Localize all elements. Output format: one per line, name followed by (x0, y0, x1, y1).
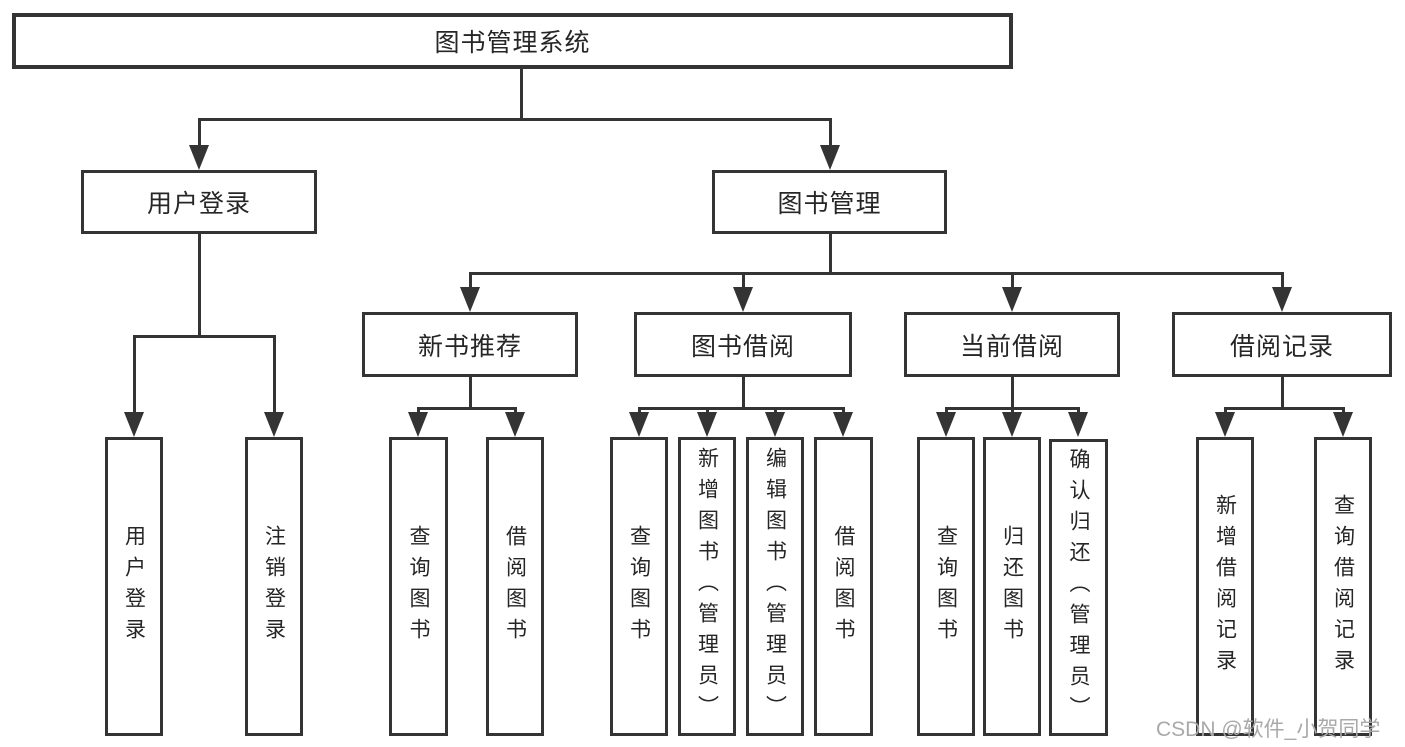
leaf-cb-return-book-label: 归还图书 (1000, 524, 1024, 649)
arrow-to-cb-return-book (1002, 412, 1022, 437)
connector-book-borrow-rail (638, 407, 845, 410)
node-book-management: 图书管理 (712, 170, 947, 234)
leaf-user-login-label: 用户登录 (122, 524, 146, 649)
leaf-user-login: 用户登录 (105, 437, 163, 736)
node-new-book-recommend: 新书推荐 (362, 312, 578, 377)
connector-current-borrow-drop (1011, 272, 1014, 290)
node-user-login: 用户登录 (81, 170, 317, 234)
leaf-cb-query-book: 查询图书 (917, 437, 975, 736)
leaf-br-query-record: 查询借阅记录 (1314, 437, 1372, 736)
arrow-to-br-add-record (1215, 412, 1235, 437)
connector-user-login-stem (198, 234, 201, 338)
node-current-borrow: 当前借阅 (904, 312, 1120, 377)
arrow-to-nbr-borrow-book (505, 412, 525, 437)
connector-br-add-drop (1224, 407, 1227, 416)
leaf-bb-edit-book: 编辑图书（管理员） (746, 437, 804, 736)
leaf-nbr-borrow-book-label: 借阅图书 (503, 524, 527, 649)
connector-book-mgmt-stem (829, 234, 832, 275)
connector-borrow-record-drop (1281, 272, 1284, 290)
connector-new-book-rec-stem (469, 377, 472, 410)
arrow-to-cb-confirm-return (1068, 412, 1088, 437)
leaf-bb-borrow-book-label: 借阅图书 (832, 524, 855, 649)
leaf-br-add-record: 新增借阅记录 (1196, 437, 1254, 736)
connector-leaf-logout-drop (273, 335, 276, 415)
connector-new-book-rec-drop (469, 272, 472, 290)
arrow-to-bb-add-book (697, 412, 717, 437)
arrow-to-leaf-logout (264, 412, 284, 437)
connector-user-login-drop (198, 118, 201, 150)
connector-user-login-rail (133, 335, 276, 338)
leaf-bb-borrow-book: 借阅图书 (814, 437, 873, 736)
leaf-bb-query-book-label: 查询图书 (627, 524, 651, 649)
connector-level2-rail (198, 118, 832, 121)
leaf-cb-return-book: 归还图书 (983, 437, 1041, 736)
leaf-bb-add-book-label: 新增图书（管理员） (695, 447, 719, 726)
connector-borrow-record-rail (1224, 407, 1345, 410)
connector-nbr-query-drop (417, 407, 420, 416)
connector-br-query-drop (1342, 407, 1345, 416)
connector-book-mgmt-drop (829, 118, 832, 150)
arrow-to-borrow-record (1272, 287, 1292, 312)
leaf-nbr-query-book: 查询图书 (389, 437, 448, 736)
connector-borrow-record-stem (1281, 377, 1284, 410)
csdn-watermark: CSDN @软件_小贺同学 (1156, 718, 1381, 741)
leaf-bb-add-book: 新增图书（管理员） (678, 437, 736, 736)
node-user-login-label: 用户登录 (146, 190, 251, 218)
connector-book-borrow-drop (742, 272, 745, 290)
leaf-cb-query-book-label: 查询图书 (934, 524, 958, 649)
node-new-book-recommend-label: 新书推荐 (417, 332, 522, 361)
leaf-br-add-record-label: 新增借阅记录 (1213, 493, 1237, 680)
connector-leaf-user-login-drop (133, 335, 136, 415)
leaf-logout-login: 注销登录 (245, 437, 303, 736)
connector-root-stem (520, 69, 523, 121)
connector-cb-query-drop (945, 407, 948, 416)
leaf-bb-query-book: 查询图书 (610, 437, 668, 736)
node-borrow-record: 借阅记录 (1172, 312, 1392, 377)
node-book-borrow: 图书借阅 (634, 312, 852, 377)
arrow-to-new-book-rec (460, 287, 480, 312)
leaf-cb-confirm-return: 确认归还（管理员） (1049, 439, 1108, 736)
node-root-library-system: 图书管理系统 (12, 13, 1013, 69)
connector-book-borrow-stem (742, 377, 745, 410)
arrow-to-current-borrow (1002, 287, 1022, 312)
node-borrow-record-label: 借阅记录 (1229, 332, 1334, 361)
connector-bb-add-drop (706, 407, 709, 416)
leaf-br-query-record-label: 查询借阅记录 (1331, 493, 1355, 680)
connector-cb-return-drop (1011, 407, 1014, 416)
leaf-nbr-query-book-label: 查询图书 (407, 524, 430, 649)
node-book-borrow-label: 图书借阅 (690, 332, 795, 361)
arrow-to-user-login (189, 145, 209, 170)
arrow-to-bb-edit-book (765, 412, 785, 437)
arrow-to-book-mgmt (820, 145, 840, 170)
connector-level3-rail (469, 272, 1284, 275)
arrow-to-book-borrow (733, 287, 753, 312)
leaf-cb-confirm-return-label: 确认归还（管理员） (1067, 448, 1090, 727)
arrow-to-br-query-record (1333, 412, 1353, 437)
leaf-logout-login-label: 注销登录 (262, 524, 286, 649)
connector-current-borrow-stem (1011, 377, 1014, 410)
connector-bb-query-drop (638, 407, 641, 416)
node-book-management-label: 图书管理 (777, 190, 882, 218)
connector-bb-edit-drop (774, 407, 777, 416)
connector-bb-borrow-drop (842, 407, 845, 416)
connector-nbr-borrow-drop (514, 407, 517, 416)
arrow-to-leaf-user-login (124, 412, 144, 437)
arrow-to-nbr-query-book (408, 412, 428, 437)
arrow-to-cb-query-book (936, 412, 956, 437)
leaf-bb-edit-book-label: 编辑图书（管理员） (763, 447, 787, 726)
node-root-label: 图书管理系统 (434, 29, 591, 57)
node-current-borrow-label: 当前借阅 (959, 332, 1064, 361)
connector-cb-confirm-drop (1077, 407, 1080, 416)
leaf-nbr-borrow-book: 借阅图书 (486, 437, 544, 736)
arrow-to-bb-query-book (629, 412, 649, 437)
arrow-to-bb-borrow-book (833, 412, 853, 437)
connector-new-book-rec-rail (417, 407, 517, 410)
